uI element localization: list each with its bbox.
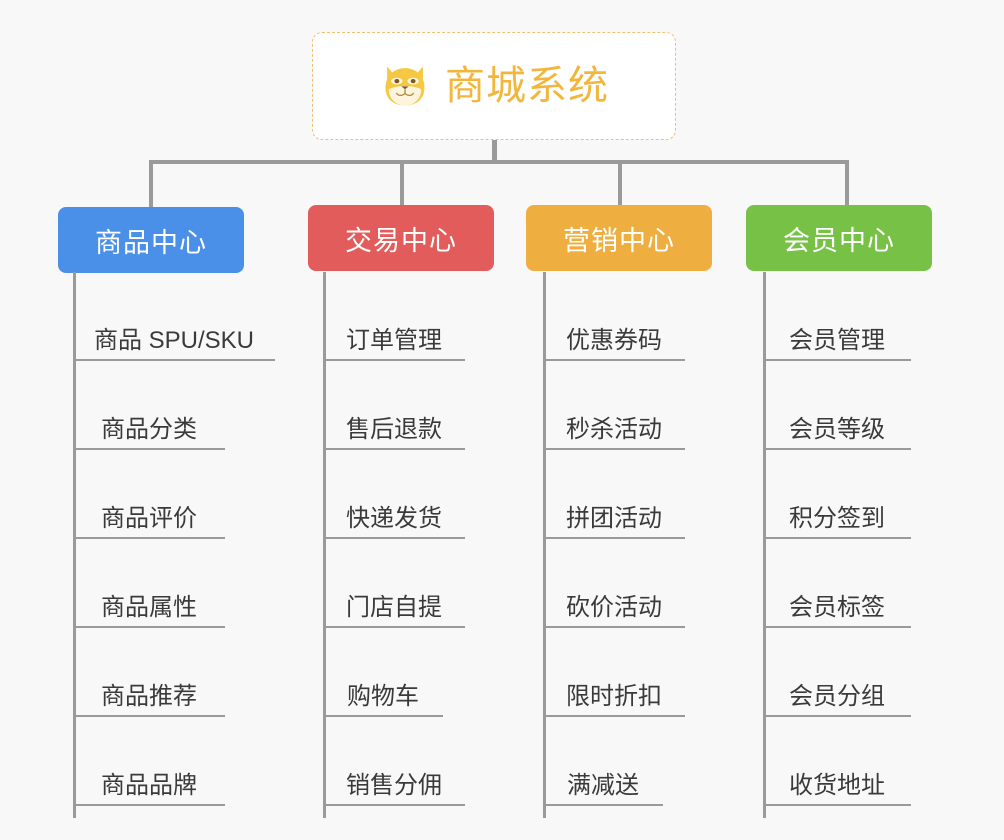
leaf-item[interactable]: 商品推荐	[73, 628, 225, 717]
leaf-item[interactable]: 商品 SPU/SKU	[73, 272, 275, 361]
leaf-item[interactable]: 订单管理	[323, 272, 465, 361]
leaf-item[interactable]: 收货地址	[763, 717, 911, 806]
branch-spine-1	[73, 272, 76, 818]
leaf-item[interactable]: 售后退款	[323, 361, 465, 450]
leaf-item[interactable]: 会员分组	[763, 628, 911, 717]
shiba-dog-face-icon	[385, 66, 425, 106]
leaf-item[interactable]: 商品属性	[73, 539, 225, 628]
branch-box-3[interactable]: 营销中心	[526, 205, 712, 271]
leaf-item[interactable]: 积分签到	[763, 450, 911, 539]
leaf-item[interactable]: 商品评价	[73, 450, 225, 539]
branch-box-4[interactable]: 会员中心	[746, 205, 932, 271]
connector-horizontal-bus	[149, 160, 849, 164]
connector-drop-branch-3	[618, 160, 622, 208]
connector-drop-branch-1	[149, 160, 153, 208]
branch-box-2[interactable]: 交易中心	[308, 205, 494, 271]
leaf-item[interactable]: 商品分类	[73, 361, 225, 450]
leaf-item[interactable]: 秒杀活动	[543, 361, 685, 450]
leaf-item[interactable]: 会员管理	[763, 272, 911, 361]
leaf-item[interactable]: 购物车	[323, 628, 443, 717]
branch-box-1[interactable]: 商品中心	[58, 207, 244, 273]
leaf-item[interactable]: 砍价活动	[543, 539, 685, 628]
branch-spine-2	[323, 272, 326, 818]
branch-spine-3	[543, 272, 546, 818]
leaf-item[interactable]: 满减送	[543, 717, 663, 806]
leaf-item[interactable]: 会员等级	[763, 361, 911, 450]
leaf-item[interactable]: 优惠券码	[543, 272, 685, 361]
branch-spine-4	[763, 272, 766, 818]
branch-label-1: 商品中心	[95, 227, 207, 258]
leaf-item[interactable]: 门店自提	[323, 539, 465, 628]
branch-label-4: 会员中心	[783, 225, 895, 256]
connector-root-stem	[492, 140, 497, 164]
leaf-item[interactable]: 限时折扣	[543, 628, 685, 717]
root-title: 商城系统	[445, 64, 609, 108]
leaf-item[interactable]: 商品品牌	[73, 717, 225, 806]
leaf-item[interactable]: 快递发货	[323, 450, 465, 539]
root-node[interactable]: 商城系统	[312, 32, 676, 140]
leaf-item[interactable]: 拼团活动	[543, 450, 685, 539]
branch-label-2: 交易中心	[345, 225, 457, 256]
branch-label-3: 营销中心	[563, 225, 675, 256]
leaf-item[interactable]: 销售分佣	[323, 717, 465, 806]
connector-drop-branch-2	[400, 160, 404, 208]
connector-drop-branch-4	[845, 160, 849, 208]
leaf-item[interactable]: 会员标签	[763, 539, 911, 628]
